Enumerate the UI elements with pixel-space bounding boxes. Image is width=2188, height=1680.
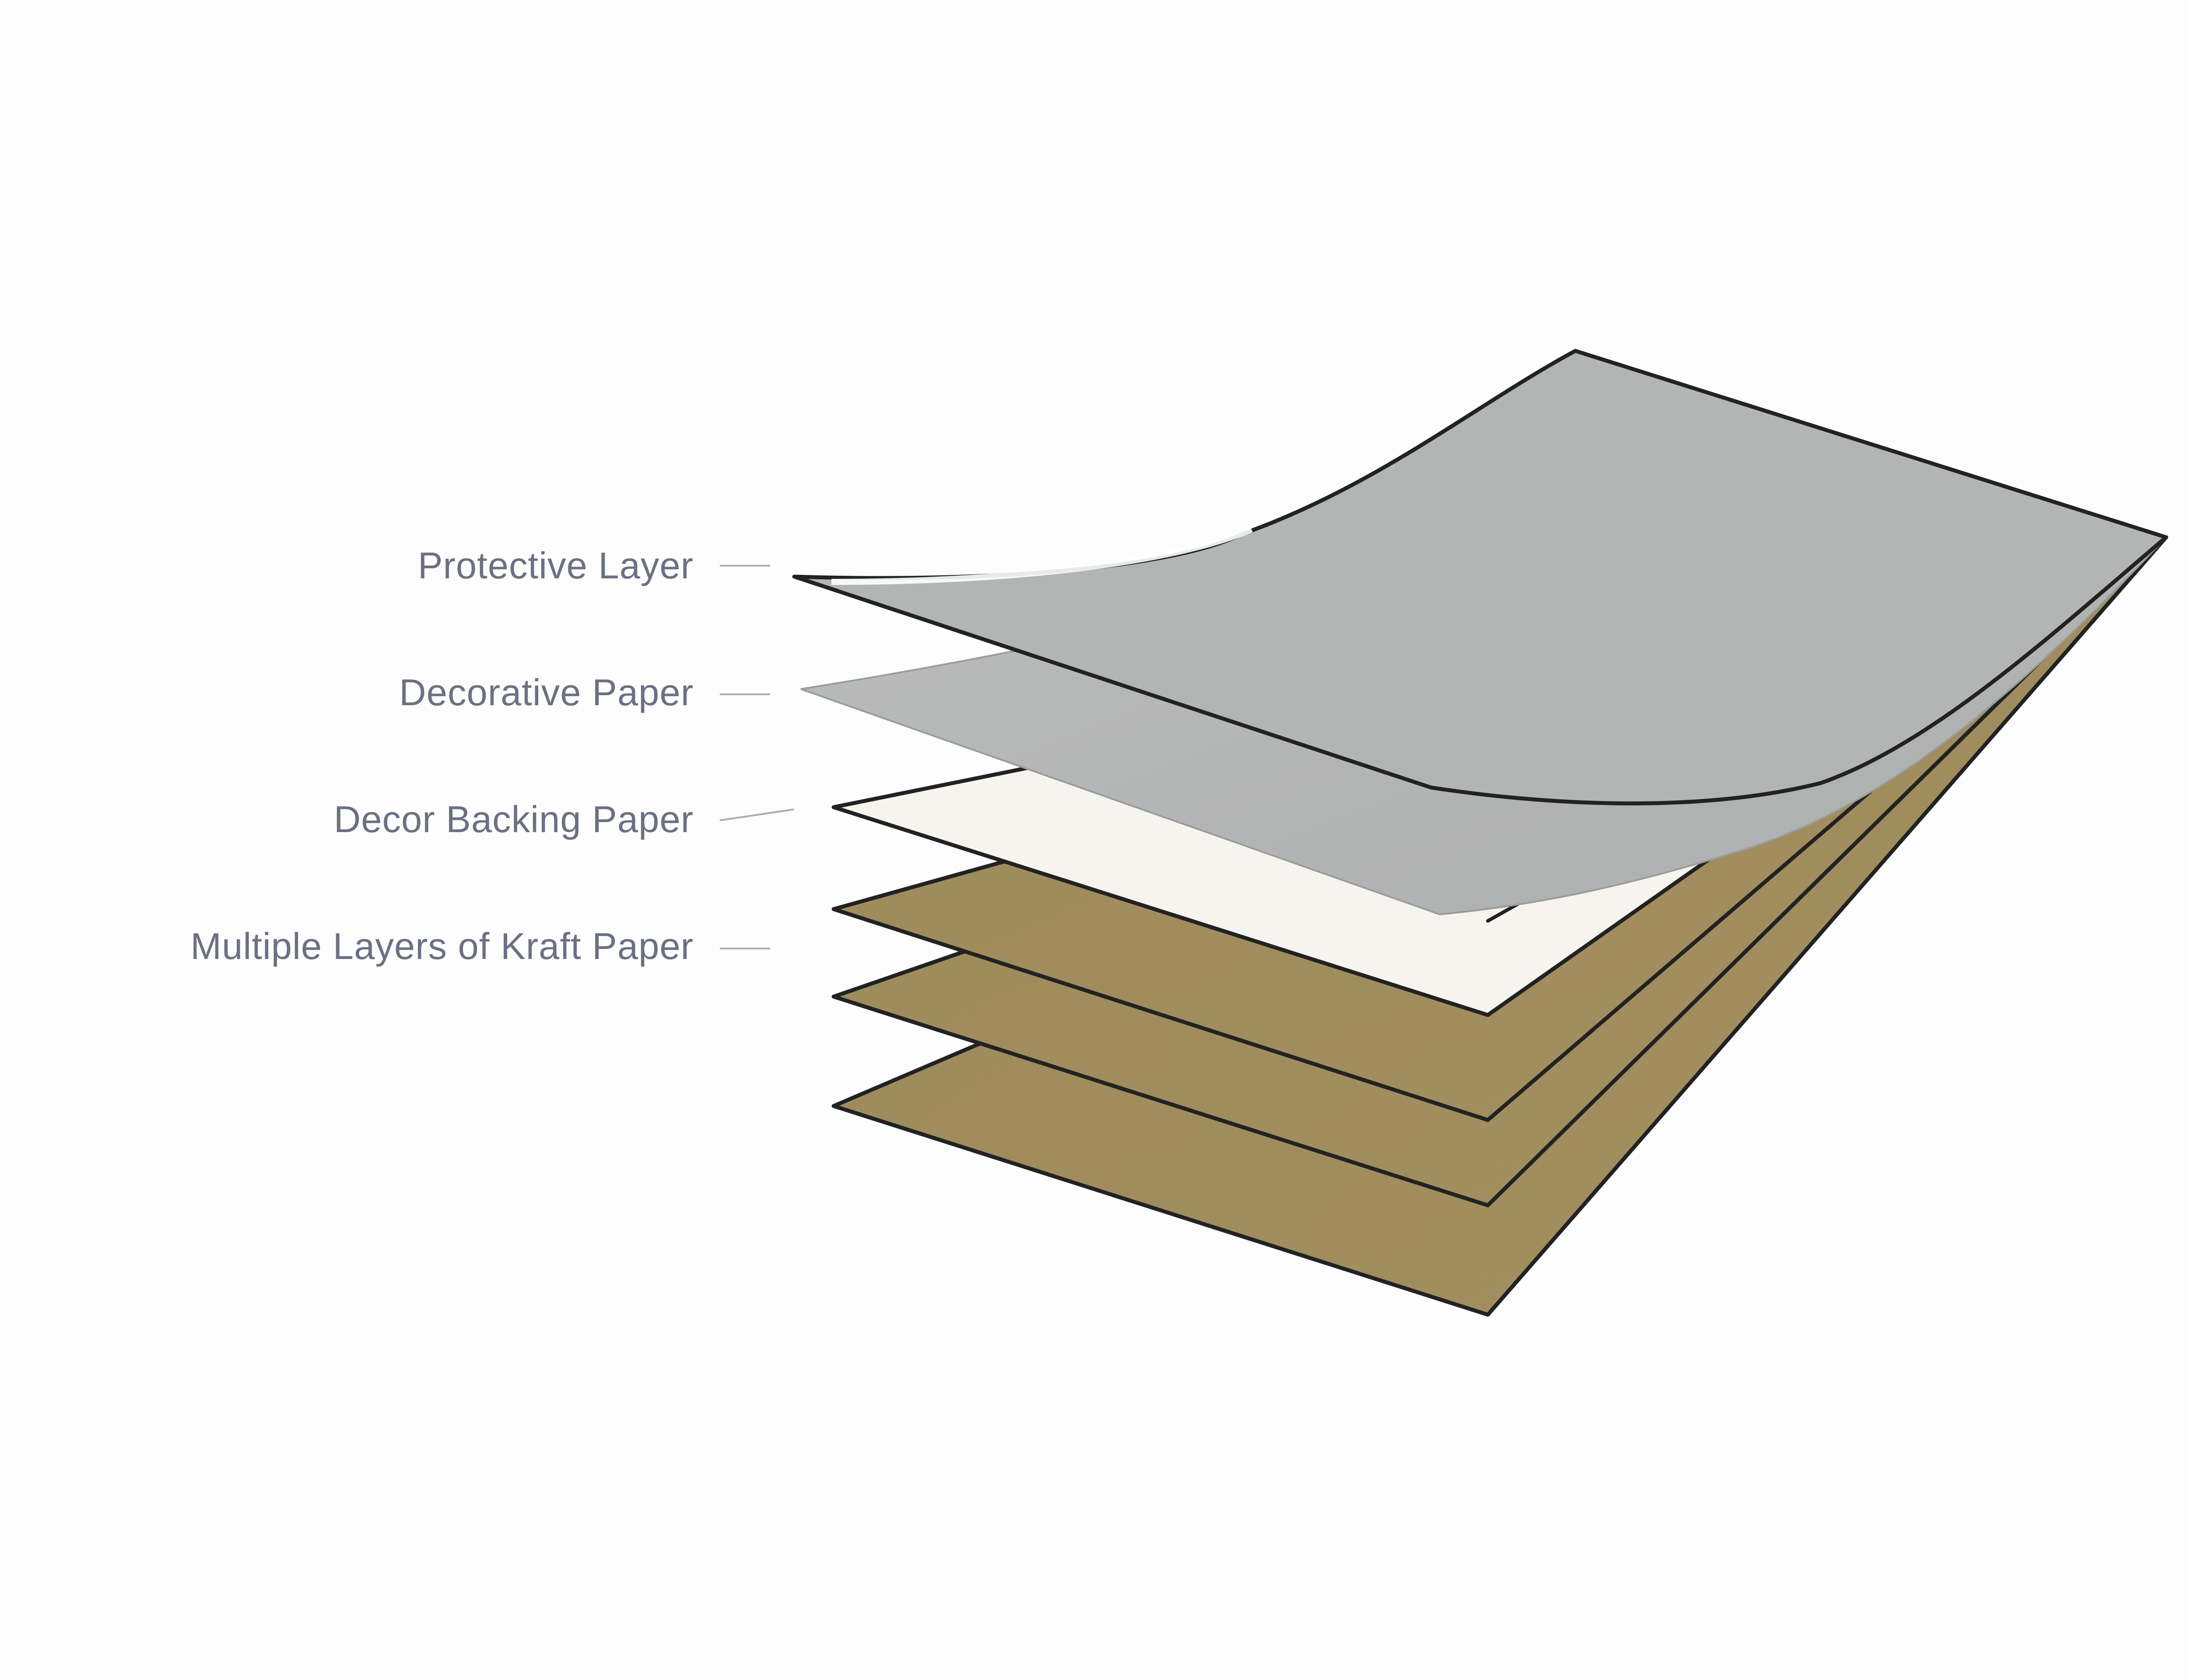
protective-layer-highlight <box>831 526 1253 585</box>
label-decorative-paper: Decorative Paper <box>399 672 694 714</box>
label-decor-backing-paper: Decor Backing Paper <box>334 799 694 840</box>
label-kraft-paper: Multiple Layers of Kraft Paper <box>190 926 694 967</box>
label-protective-layer: Protective Layer <box>418 545 694 587</box>
leader-backing <box>719 808 795 821</box>
